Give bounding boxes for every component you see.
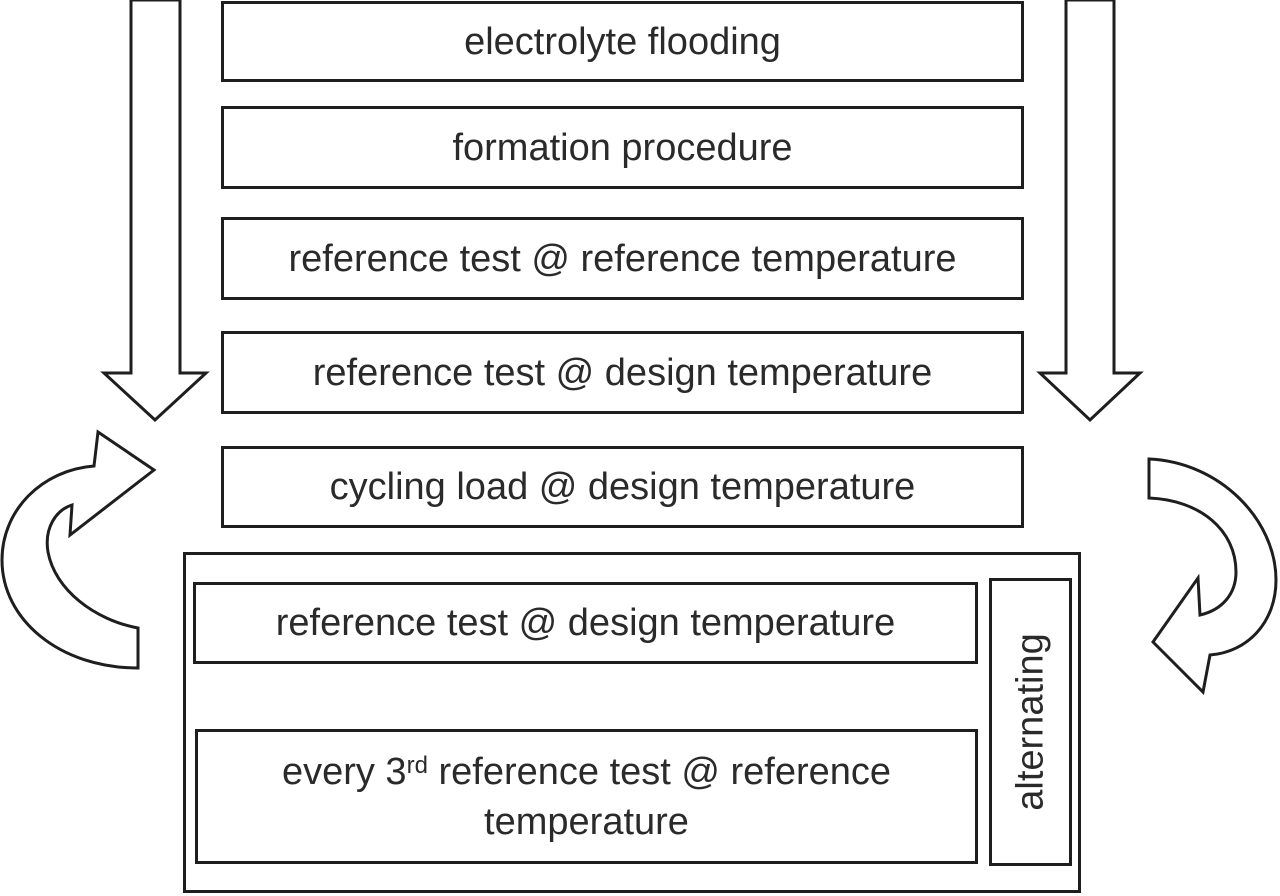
- reference-test-design-temperature-label: reference test @ design temperature: [312, 351, 933, 394]
- alternating-reference-test-design-temperature-step: reference test @ design temperature: [193, 582, 978, 664]
- cycling-load-label: cycling load @ design temperature: [329, 466, 916, 508]
- cycling-load-step: cycling load @ design temperature: [221, 446, 1024, 528]
- ordinal-superscript: rd: [406, 751, 428, 779]
- alternating-label: alternating: [1009, 633, 1051, 811]
- right-down-arrow-icon: [1036, 0, 1144, 423]
- left-loop-arrow-icon: [0, 429, 157, 670]
- alternating-label-box: alternating: [989, 578, 1072, 866]
- formation-procedure-step: formation procedure: [221, 106, 1024, 189]
- alternating-reference-test-design-temperature-label: reference test @ design temperature: [275, 602, 896, 644]
- right-loop-arrow-icon: [1147, 457, 1278, 696]
- every-third-reference-test-line2: temperature: [484, 800, 689, 843]
- electrolyte-flooding-step: electrolyte flooding: [221, 1, 1024, 82]
- electrolyte-flooding-label: electrolyte flooding: [464, 20, 781, 63]
- formation-procedure-label: formation procedure: [452, 126, 793, 169]
- reference-test-reference-temperature-step: reference test @ reference temperature: [221, 217, 1024, 300]
- every-third-reference-test-step: every 3rd reference test @ reference tem…: [195, 729, 978, 864]
- left-down-arrow-icon: [100, 0, 210, 423]
- reference-test-design-temperature-step: reference test @ design temperature: [221, 331, 1024, 414]
- every-third-prefix: every 3: [281, 750, 407, 793]
- every-third-reference-test-line1: every 3rd reference test @ reference: [282, 747, 891, 797]
- reference-test-reference-temperature-label: reference test @ reference temperature: [288, 237, 957, 280]
- every-third-suffix: reference test @ reference: [427, 750, 892, 793]
